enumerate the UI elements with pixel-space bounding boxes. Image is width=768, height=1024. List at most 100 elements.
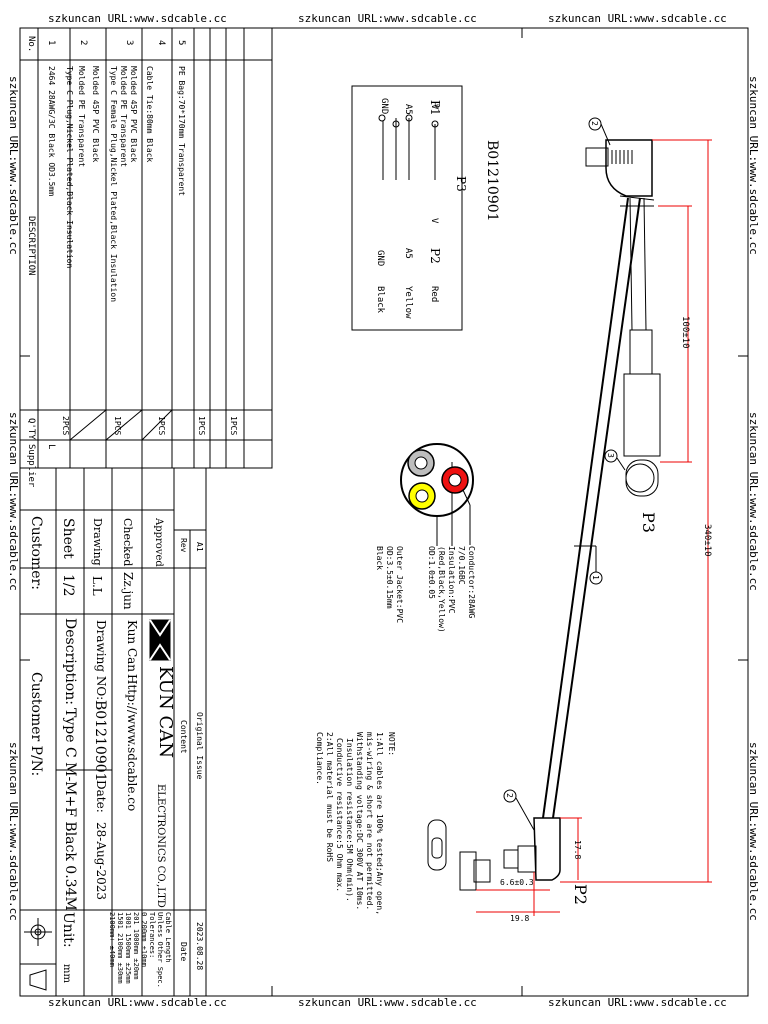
rev-label: Rev — [179, 538, 188, 553]
date-tb-label: Date: — [94, 780, 108, 813]
tol-line-5: 201 1000mm ±20mm — [132, 912, 140, 980]
spec-black: Black — [375, 546, 384, 571]
bom-header-description: DESCRIPTION — [26, 216, 36, 276]
bom-row-1-no: 1 — [46, 40, 56, 46]
date-label: Date — [179, 942, 188, 962]
tol-line-4: 0 200mm ±10mm — [140, 912, 148, 967]
watermark-bottom-2: szkuncan URL:www.sdcable.cc — [298, 996, 477, 1009]
spec-insulation: Insulation:PVC — [447, 546, 456, 614]
bom-row-8-no: 4 — [156, 40, 166, 46]
bom-header-no: No. — [26, 36, 36, 53]
callout-p2: 2 — [505, 793, 514, 798]
bom-row-8-desc: Cable Tie:80mm Black — [145, 66, 154, 163]
bom-row-9-desc: PE Bag:70*170mm Transparent — [177, 66, 186, 197]
description-value: Type C M-M+F Black 0.34M — [62, 708, 78, 911]
sheet-label: Sheet — [60, 518, 76, 559]
company-line: Kun Can — [125, 620, 139, 673]
bom-header-supplier: Supplier — [26, 444, 36, 488]
tol-line-6: 1001 1500mm ±25mm — [124, 912, 132, 984]
note-title: NOTE: — [387, 732, 396, 757]
pin-left-gnd: GND — [379, 98, 389, 115]
connector-p2-label: P2 — [571, 884, 590, 905]
tol-line-8: 2100mm+ ±40mm — [108, 912, 116, 967]
part-number: B01210901 — [484, 140, 500, 222]
dim-17: 17.8 — [573, 840, 582, 860]
description-label: Description: — [62, 618, 78, 705]
bom-row-4-qty: 1PCS — [113, 416, 122, 436]
bom-row-4-desc: Molded 45P PVC Black — [91, 66, 100, 163]
spec-jacket: Outer Jacket:PVC — [395, 546, 404, 624]
watermark-top-3: szkuncan URL:www.sdcable.cc — [548, 12, 727, 25]
tol-line-1: Cable Length — [164, 912, 172, 963]
spec-od1: OD:1.0±0.05 — [427, 546, 436, 599]
bom-row-9-no: 5 — [176, 40, 186, 46]
content-label: Content — [179, 720, 188, 754]
bom-row-5-no: 3 — [124, 40, 134, 46]
spec-od2: OD:3.5±0.15mm — [385, 546, 394, 609]
customer-label: Customer: — [28, 516, 44, 590]
bom-row-2-desc: Type C Plug,Nickel Plated,Black Insulati… — [65, 66, 74, 269]
p3-pin-label: P3 — [454, 176, 468, 192]
approved-label: Approved — [153, 518, 164, 567]
bom-row-1-qty: 2PCS — [61, 416, 70, 436]
watermark-bottom-1: szkuncan URL:www.sdcable.cc — [48, 996, 227, 1009]
pin-left-v: V — [429, 104, 439, 110]
callout-p1: 2 — [590, 121, 599, 126]
pin-right-v: V — [429, 218, 439, 224]
dim-340: 340±10 — [702, 524, 712, 557]
bom-header-qty: Q'TY — [26, 418, 36, 440]
bom-row-7-qty: 1PCS — [157, 416, 166, 436]
pin-right-gnd: GND — [375, 250, 385, 267]
rev-value: A1 — [195, 542, 204, 552]
watermark-bottom-3: szkuncan URL:www.sdcable.cc — [548, 996, 727, 1009]
drawing-no-label: Drawing NO: — [94, 620, 108, 701]
bom-row-3-desc: Molded PE Transparent — [77, 66, 86, 168]
note-line-1: 1:All cables are 100% tested;Any open, — [375, 732, 384, 916]
bom-header-l: L — [46, 444, 56, 450]
date-value: 2023.08.28 — [195, 922, 204, 971]
tol-line-3: Tolerances: — [148, 912, 156, 959]
callout-p3: 3 — [606, 453, 615, 458]
pin-right-a5: A5 — [403, 248, 413, 259]
pin-color-black: Black — [375, 286, 385, 314]
note-line-5: Conductive resistance:5 Ohm max. — [335, 738, 344, 893]
watermark-top-1: szkuncan URL:www.sdcable.cc — [48, 12, 227, 25]
note-line-7: Compliance. — [315, 732, 324, 785]
content-value: Original Issue — [195, 712, 204, 780]
pin-left-a5: A5 — [403, 104, 413, 115]
company-full: ELECTRONICS CO.,LTD — [155, 784, 166, 908]
tol-line-2: Unless Other Spec. — [156, 912, 164, 988]
spec-conductor: Conductor:28AWG — [467, 546, 476, 619]
bom-row-5-desc: Type C Female Plug,Nickel Plated,Black I… — [109, 66, 118, 303]
watermark-top-2: szkuncan URL:www.sdcable.cc — [298, 12, 477, 25]
customer-pn-label: Customer P/N: — [28, 672, 44, 777]
note-line-2: mis-wiring & short are not permitted. — [365, 732, 374, 911]
bom-row-9-qty: 1PCS — [197, 416, 206, 436]
dim-6: 6.6±0.3 — [500, 878, 534, 887]
pin-color-red: Red — [429, 286, 439, 303]
drawn-by: L.L — [90, 576, 104, 596]
company-url: Http://www.sdcable.co — [125, 674, 139, 812]
bom-row-6-desc: Molded PE Transparent — [119, 66, 128, 168]
spec-colors: (Red,Black,Yellow) — [437, 546, 446, 633]
dim-19: 19.8 — [510, 914, 530, 923]
callout-cable: 1 — [591, 575, 600, 580]
bom-row-7-desc: Molded 45P PVC Black — [129, 66, 138, 163]
bom-row-2-no: 2 — [78, 40, 88, 46]
p2-pin-label: P2 — [428, 248, 442, 264]
dim-100: 100±10 — [680, 316, 690, 349]
checked-label: Checked — [121, 518, 134, 567]
company-name: KUN CAN — [155, 666, 176, 758]
bom-row-10-qty: 1PCS — [229, 416, 238, 436]
unit-label: Unit: — [60, 912, 76, 948]
drawing-label: Drawing — [91, 518, 104, 566]
note-line-3: Withstanding voltage:DC 300V AT 10ms. — [355, 732, 364, 911]
connector-p3-label: P3 — [639, 512, 658, 533]
sheet-value: 1/2 — [60, 574, 76, 597]
drawing-no: B01210901 — [92, 700, 108, 782]
date-tb-value: 28-Aug-2023 — [94, 822, 108, 900]
tol-line-7: 1501 2100mm ±30mm — [116, 912, 124, 984]
checked-by: Zz.jun — [121, 572, 135, 610]
spec-strand: 7/0.16BC — [457, 546, 466, 585]
